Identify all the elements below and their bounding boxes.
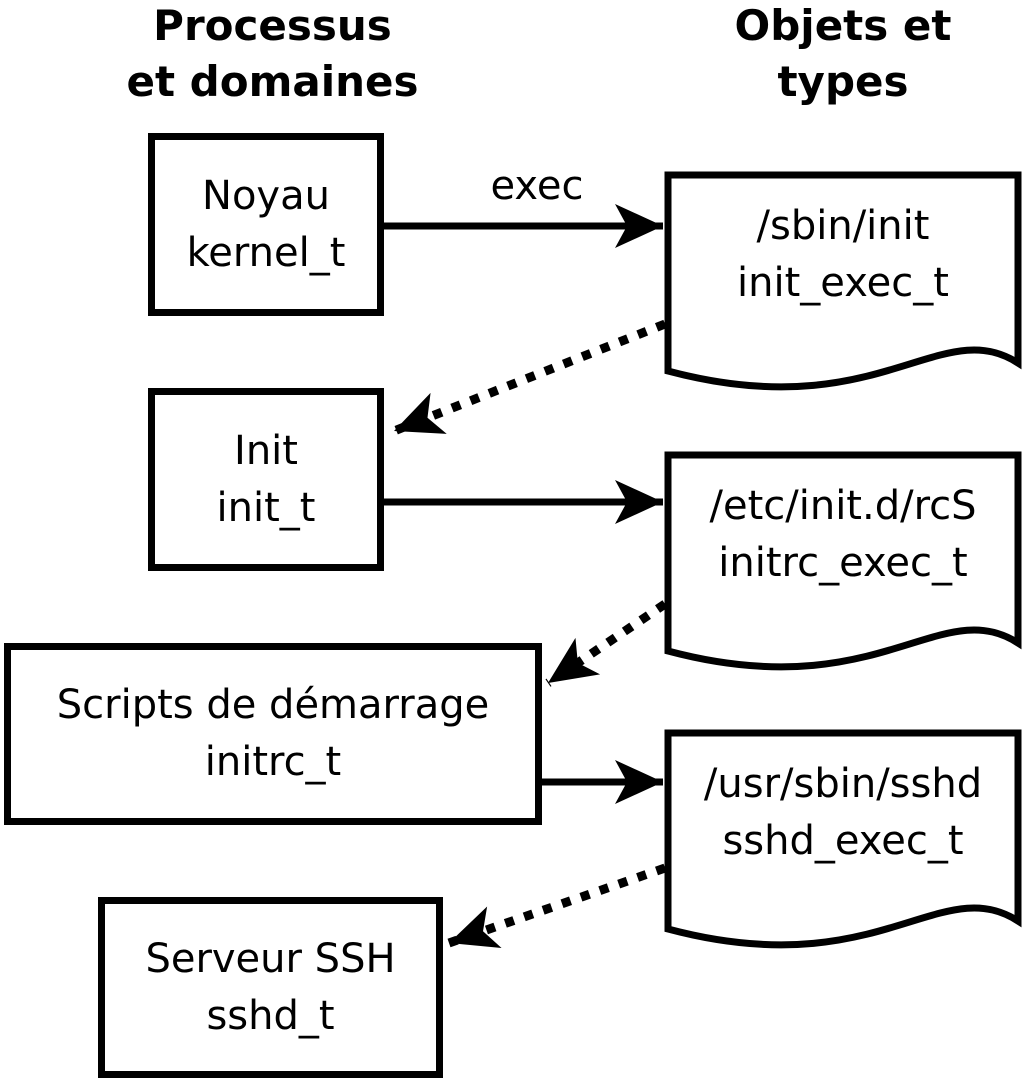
object-node-init-exec-type: init_exec_t [737, 260, 949, 306]
object-node-initrc-exec-path: /etc/init.d/rcS [709, 483, 977, 529]
object-node-shape-initrc-exec [664, 451, 1022, 671]
process-node-initrc: Scripts de démarrage initrc_t [4, 643, 542, 825]
process-node-init: Init init_t [148, 388, 384, 571]
object-node-init-exec-path: /sbin/init [756, 203, 930, 249]
object-node-initrc-exec-type: initrc_exec_t [718, 540, 968, 586]
object-node-sshd-exec-path: /usr/sbin/sshd [703, 761, 983, 807]
column-header-objects-line2: types [777, 57, 909, 106]
column-header-objects-line1: Objets et [734, 1, 952, 50]
object-node-init-exec: /sbin/init init_exec_t [668, 198, 1018, 312]
process-node-init-domain: init_t [216, 484, 316, 531]
object-node-sshd-exec: /usr/sbin/sshd sshd_exec_t [668, 756, 1018, 870]
edge-init-exec-to-init [392, 319, 667, 436]
column-header-objects: Objets et types [676, 0, 1010, 110]
edge-initrc-exec-to-initrc [545, 600, 668, 687]
process-node-sshd-domain: sshd_t [206, 992, 335, 1039]
column-header-processes-line2: et domaines [126, 57, 419, 106]
process-node-sshd: Serveur SSH sshd_t [98, 897, 443, 1078]
object-node-shape-sshd-exec [664, 729, 1022, 949]
edge-label-exec: exec [490, 163, 584, 209]
process-node-initrc-label: Scripts de démarrage [56, 682, 490, 728]
edge-sshd-exec-to-sshd [447, 863, 667, 949]
object-node-sshd-exec-type: sshd_exec_t [722, 818, 964, 864]
column-header-processes: Processus et domaines [100, 0, 445, 110]
process-node-kernel: Noyau kernel_t [148, 133, 384, 316]
column-header-processes-line1: Processus [153, 1, 392, 50]
process-node-initrc-domain: initrc_t [204, 739, 342, 785]
object-node-shape-init-exec [664, 171, 1022, 391]
process-node-sshd-label: Serveur SSH [145, 935, 396, 982]
process-node-kernel-domain: kernel_t [186, 229, 346, 276]
process-node-init-label: Init [234, 427, 298, 474]
object-node-initrc-exec: /etc/init.d/rcS initrc_exec_t [668, 478, 1018, 592]
process-node-kernel-label: Noyau [202, 172, 330, 219]
